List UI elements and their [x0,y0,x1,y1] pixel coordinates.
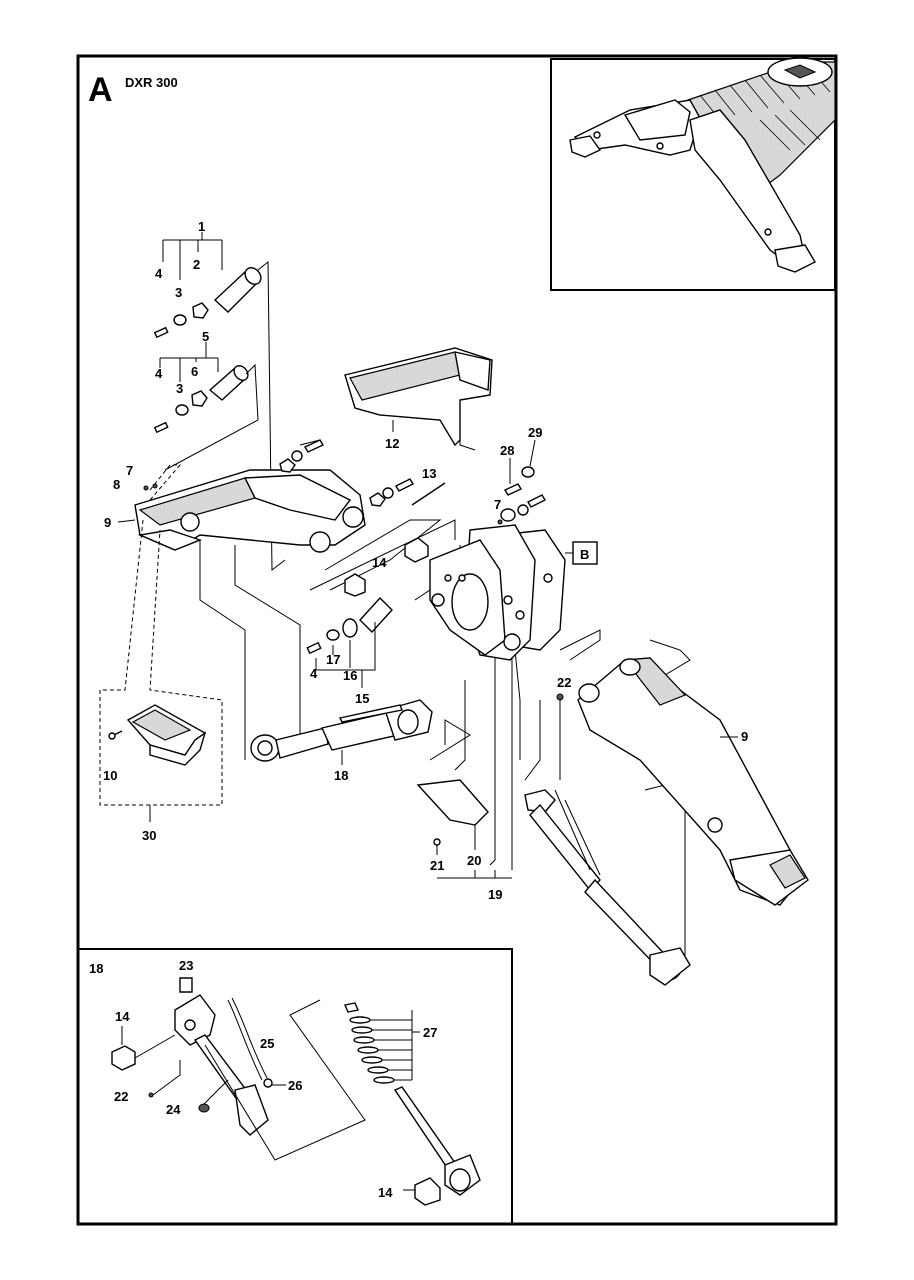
plate-20 [416,779,489,855]
label-12: 12 [385,436,399,451]
leader-9a [117,519,136,523]
model-name: DXR 300 [125,75,178,90]
cylinder-right [524,693,691,986]
label-8: 8 [113,477,120,492]
overview-inset [550,57,836,291]
label-13: 13 [422,466,436,481]
pad-30 [108,704,207,766]
label-20: 20 [467,853,481,868]
label-15: 15 [355,691,369,706]
label-3a: 3 [175,285,182,300]
cover-12 [344,347,493,447]
label-29: 29 [528,425,542,440]
inset-18-title: 18 [89,961,103,976]
label-26: 26 [288,1078,302,1093]
bracket-plates [429,524,566,661]
label-4a: 4 [155,266,163,281]
callout-b: B [580,547,589,562]
label-27: 27 [423,1025,437,1040]
hardware-28-29 [497,439,546,525]
label-5: 5 [202,329,209,344]
hardware-15 [306,596,393,688]
bushing-14b [404,537,429,563]
label-24: 24 [166,1102,181,1117]
label-25: 25 [260,1036,274,1051]
label-22a: 22 [557,675,571,690]
label-23: 23 [179,958,193,973]
label-16: 16 [343,668,357,683]
part-1-group [153,232,262,339]
label-18: 18 [334,768,348,783]
label-28: 28 [500,443,514,458]
part-5-group [153,342,249,434]
label-30: 30 [142,828,156,843]
section-letter: A [88,71,113,109]
label-14b: 14 [115,1009,130,1024]
label-17: 17 [326,652,340,667]
outer-frame [76,54,838,1226]
label-14a: 14 [372,555,387,570]
label-1: 1 [198,219,205,234]
label-21: 21 [430,858,444,873]
label-9b: 9 [741,729,748,744]
label-4b: 4 [155,366,163,381]
label-3b: 3 [176,381,183,396]
label-10: 10 [103,768,117,783]
label-7b: 7 [494,497,501,512]
left-arm [99,464,366,806]
label-14c: 14 [378,1185,393,1200]
label-22b: 22 [114,1089,128,1104]
leader-19 [437,870,512,879]
arm-hardware [279,439,446,507]
inset-18-parts [111,977,481,1206]
right-arm [577,657,809,906]
label-2: 2 [193,257,200,272]
label-6: 6 [191,364,198,379]
inset-18-frame [77,948,513,1225]
bushing-14a [344,573,366,597]
label-7a: 7 [126,463,133,478]
cylinder-18 [250,699,433,762]
label-19: 19 [488,887,502,902]
label-9a: 9 [104,515,111,530]
label-4c: 4 [310,666,318,681]
